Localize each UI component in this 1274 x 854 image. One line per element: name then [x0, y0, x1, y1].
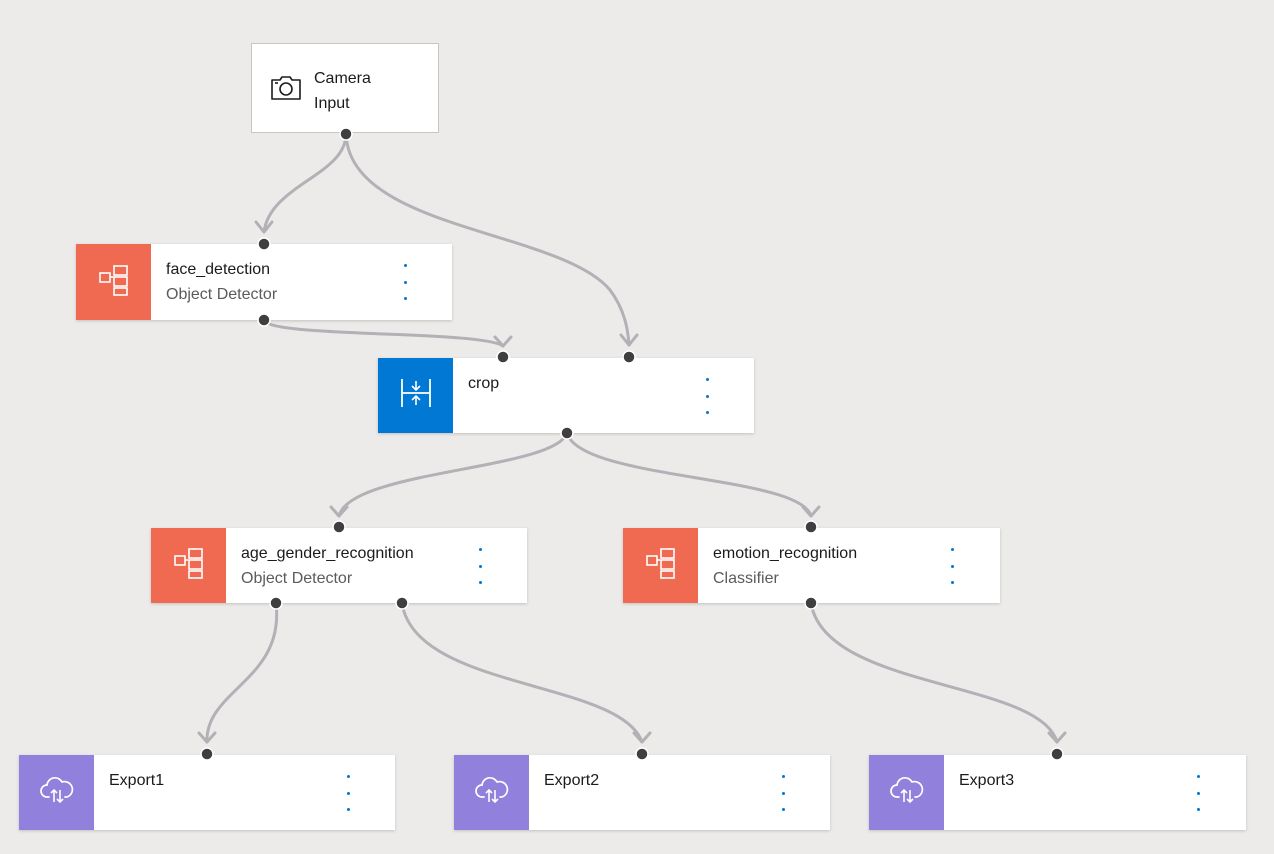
more-vertical-icon[interactable]	[697, 378, 717, 414]
more-vertical-icon[interactable]	[1188, 775, 1208, 811]
edge-arrowhead	[1047, 731, 1067, 744]
cloud-upload-icon	[39, 775, 74, 810]
node-title: crop	[468, 375, 500, 392]
model-icon	[172, 546, 206, 585]
node-title: Export1	[109, 772, 165, 789]
edge-arrowhead	[197, 731, 217, 744]
edge-crop-to-age-gender	[337, 431, 569, 518]
camera-input-node[interactable]: Camera Input	[251, 43, 439, 133]
export-icon-tile	[869, 755, 944, 830]
crop-transform-icon	[399, 376, 433, 415]
node-subtitle: Object Detector	[166, 286, 278, 303]
edge-face-detection-to-crop	[262, 318, 505, 348]
transform-icon-tile	[378, 358, 453, 433]
cloud-upload-icon	[474, 775, 509, 810]
model-icon	[644, 546, 678, 585]
camera-input-label-line2: Input	[314, 95, 350, 112]
edge-crop-to-emotion	[565, 431, 813, 518]
model-icon-tile	[76, 244, 151, 320]
node-title: face_detection	[166, 261, 271, 278]
node-title: Export3	[959, 772, 1015, 789]
model-icon-tile	[151, 528, 226, 603]
node-title: Export2	[544, 772, 600, 789]
export1-node[interactable]: Export1	[19, 755, 395, 830]
more-vertical-icon[interactable]	[338, 775, 358, 811]
edge-arrowhead	[619, 333, 639, 347]
export-icon-tile	[19, 755, 94, 830]
more-vertical-icon[interactable]	[942, 548, 962, 584]
cloud-upload-icon	[889, 775, 924, 810]
age-gender-recognition-node[interactable]: age_gender_recognition Object Detector	[151, 528, 527, 603]
model-icon-tile	[623, 528, 698, 603]
edge-emotion-to-export3	[809, 601, 1059, 744]
node-subtitle: Object Detector	[241, 570, 353, 587]
node-subtitle: Classifier	[713, 570, 779, 587]
export2-node[interactable]: Export2	[454, 755, 830, 830]
camera-input-label-line1: Camera	[314, 70, 371, 87]
export-icon-tile	[454, 755, 529, 830]
edge-camera-to-face-detection	[262, 132, 348, 234]
model-icon	[97, 263, 131, 302]
camera-input-label: Camera Input	[314, 66, 371, 116]
export3-node[interactable]: Export3	[869, 755, 1246, 830]
more-vertical-icon[interactable]	[395, 264, 415, 300]
face-detection-node[interactable]: face_detection Object Detector	[76, 244, 452, 320]
edge-arrowhead	[254, 220, 274, 234]
more-vertical-icon[interactable]	[773, 775, 793, 811]
edge-arrowhead	[493, 335, 513, 348]
node-title: age_gender_recognition	[241, 545, 414, 562]
edge-arrowhead	[801, 505, 821, 518]
crop-node[interactable]: crop	[378, 358, 754, 433]
node-title: emotion_recognition	[713, 545, 858, 562]
emotion-recognition-node[interactable]: emotion_recognition Classifier	[623, 528, 1000, 603]
camera-icon	[270, 74, 302, 107]
edge-arrowhead	[632, 731, 652, 744]
edge-age-gender-to-export2	[400, 601, 644, 744]
more-vertical-icon[interactable]	[470, 548, 490, 584]
edge-age-gender-to-export1	[205, 601, 279, 744]
edge-arrowhead	[329, 505, 349, 518]
